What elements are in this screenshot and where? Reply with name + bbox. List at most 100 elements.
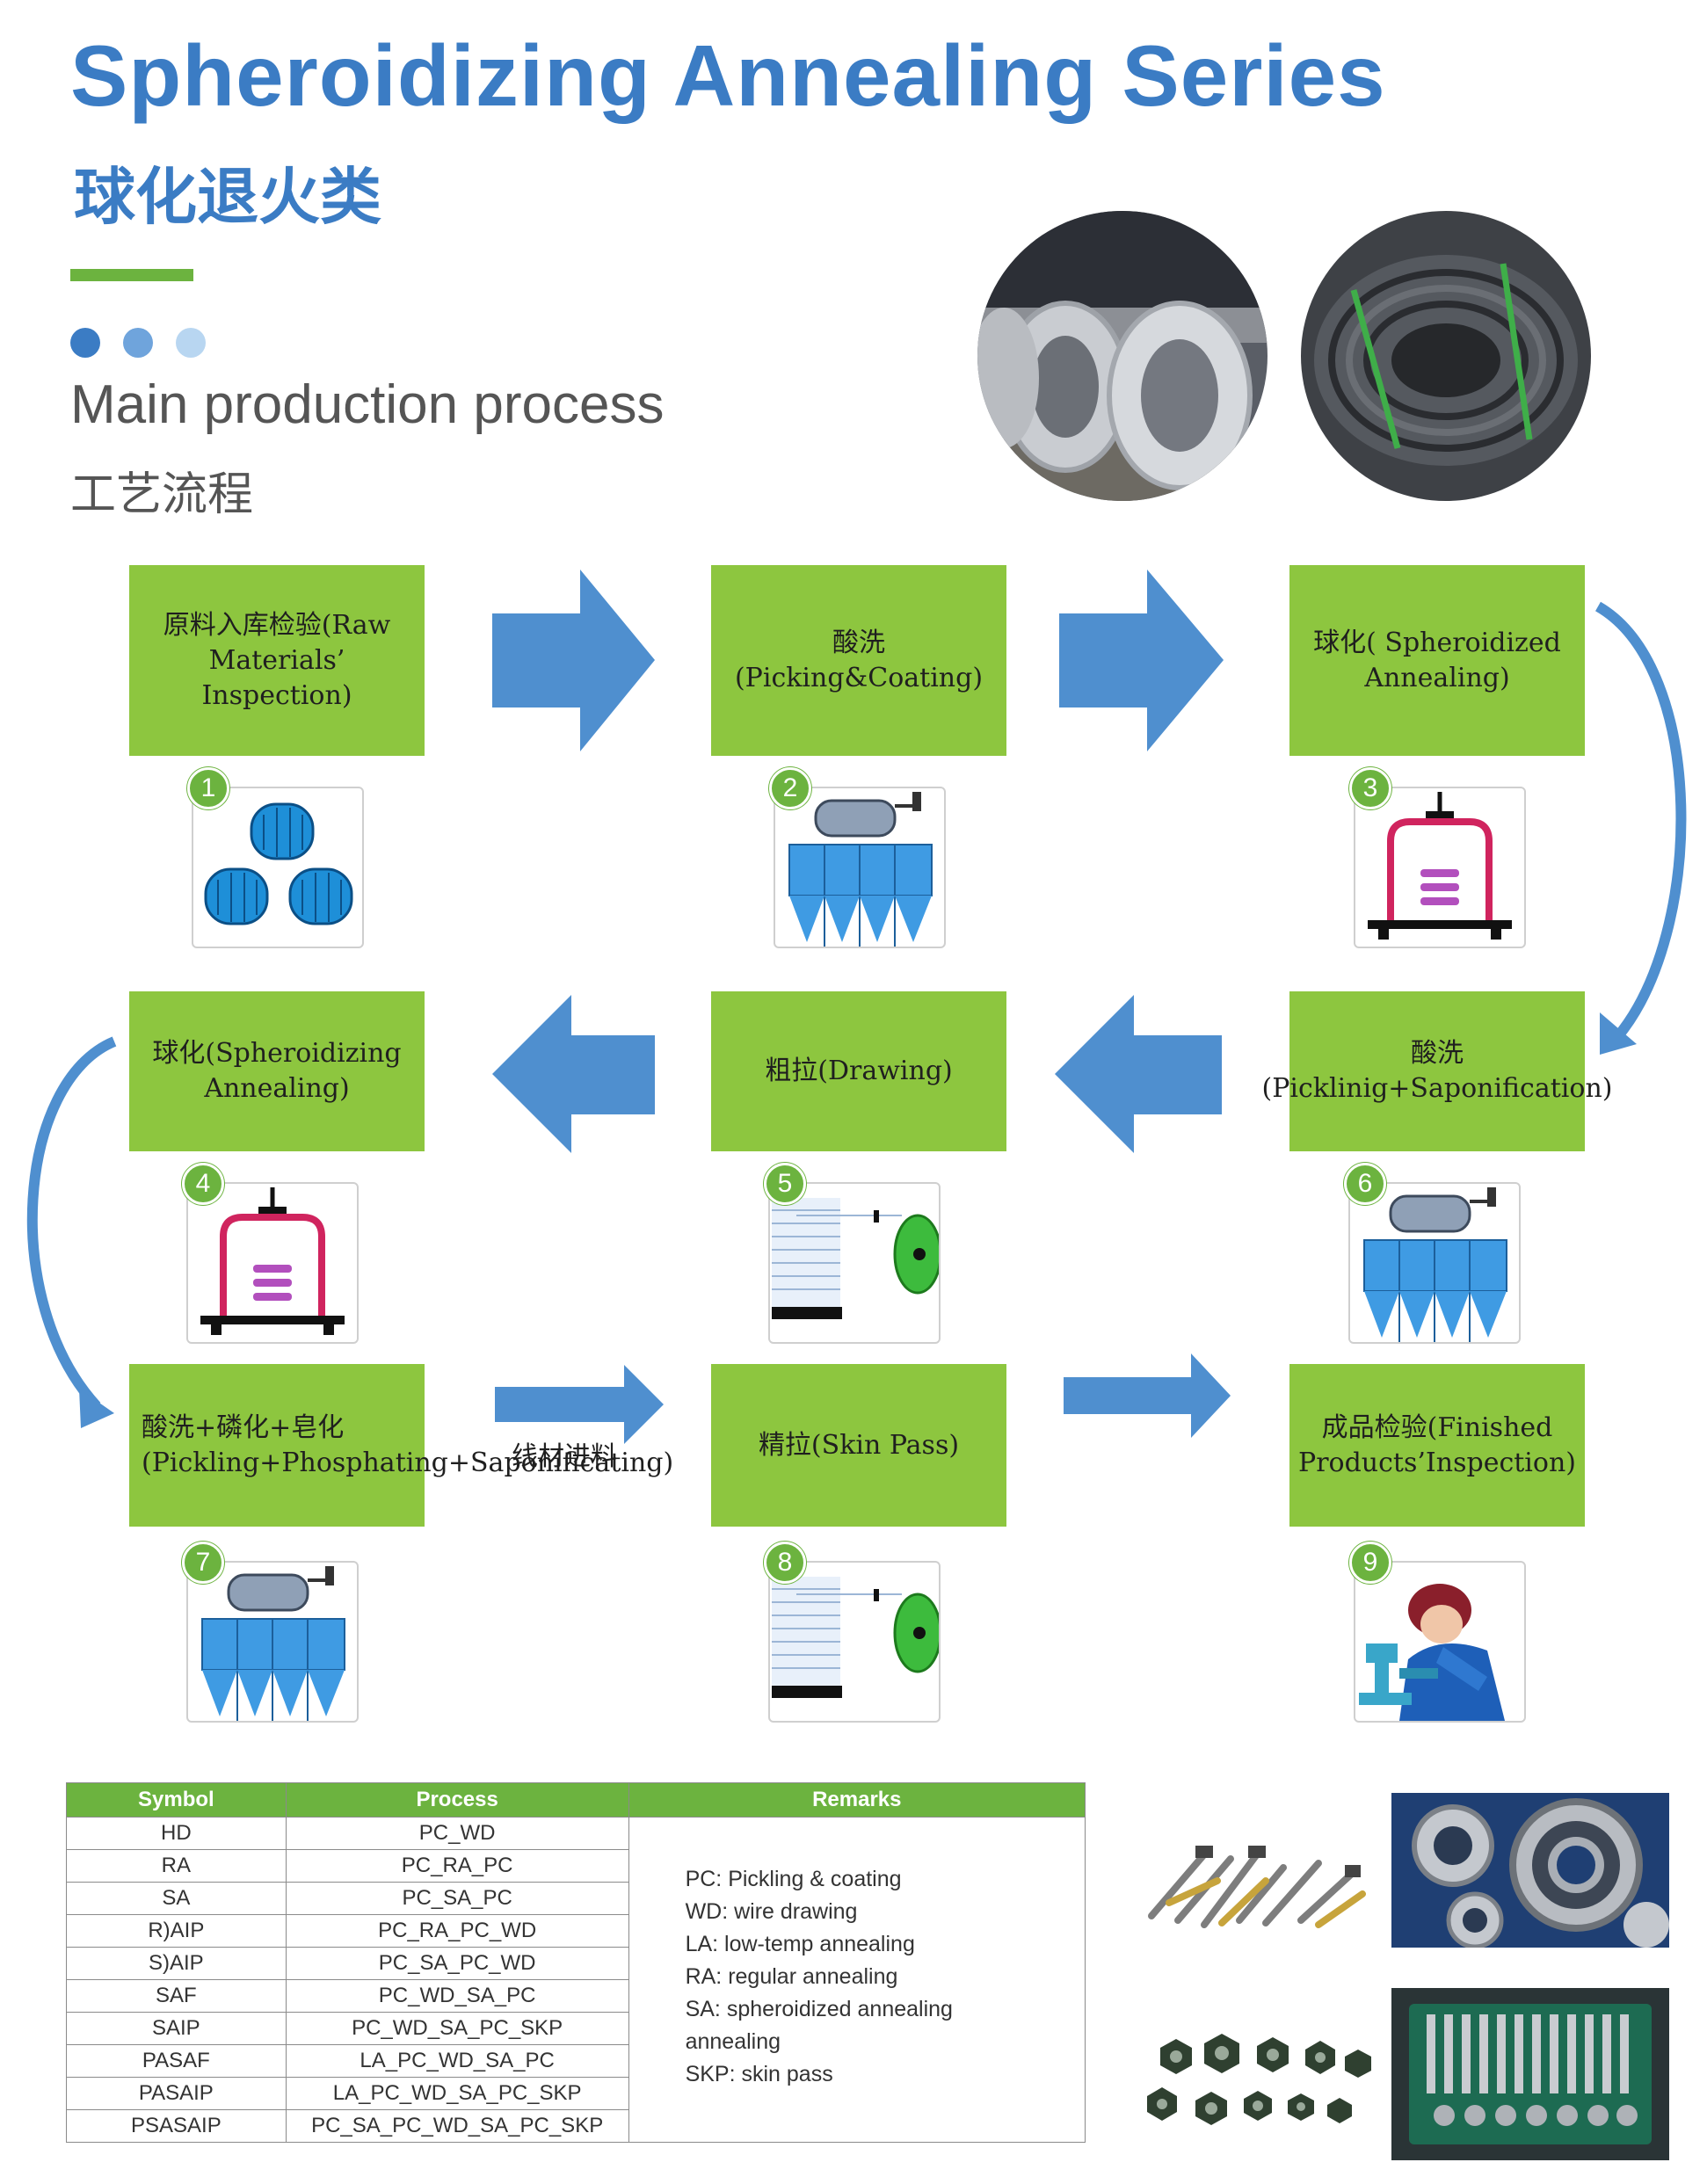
symbol-cell: PASAF bbox=[66, 2044, 287, 2078]
step-label: 精拉(Skin Pass) bbox=[758, 1429, 960, 1461]
decor-dot bbox=[176, 328, 206, 358]
curved-arrow-head-icon bbox=[1600, 1012, 1637, 1055]
steel-wire-coil-photo bbox=[1301, 211, 1591, 501]
curved-arrow-icon bbox=[1595, 601, 1687, 1041]
remark-line: SA: spheroidized annealing bbox=[685, 1997, 953, 2021]
step-box-5: 粗拉(Drawing) bbox=[711, 991, 1006, 1151]
arrow-label: 线材进料 bbox=[512, 1441, 617, 1472]
symbol-cell: PSASAIP bbox=[66, 2109, 287, 2143]
step-label: 原料入库检验(Raw Materials’ Inspection) bbox=[163, 609, 391, 711]
arrow-left-icon bbox=[1055, 995, 1222, 1153]
remark-line: annealing bbox=[685, 2029, 781, 2054]
step-box-4: 球化(Spheroidizing Annealing) bbox=[129, 991, 425, 1151]
symbol-cell: HD bbox=[66, 1817, 287, 1850]
pickling-tank-icon bbox=[1348, 1182, 1521, 1344]
step-label: 酸洗+磷化+皂化(Pickling+Phosphating+Saponifica… bbox=[142, 1411, 674, 1478]
step-label: 球化(Spheroidizing Annealing) bbox=[152, 1038, 402, 1104]
step-number-badge: 4 bbox=[182, 1163, 224, 1205]
curved-arrow-head-icon bbox=[79, 1389, 114, 1428]
step-box-3: 球化( Spheroidized Annealing) bbox=[1289, 565, 1585, 756]
symbol-cell: SAF bbox=[66, 1979, 287, 2013]
process-cell: PC_SA_PC bbox=[285, 1882, 629, 1915]
step-label: 粗拉(Drawing) bbox=[765, 1056, 953, 1086]
process-cell: LA_PC_WD_SA_PC bbox=[285, 2044, 629, 2078]
step-box-2: 酸洗(Picking&Coating) bbox=[711, 565, 1006, 756]
step-label: 酸洗(Picklinig+Saponification) bbox=[1261, 1038, 1613, 1104]
symbol-cell: SAIP bbox=[66, 2012, 287, 2045]
process-cell: PC_RA_PC bbox=[285, 1849, 629, 1883]
step-box-9: 成品检验(Finished Products’Inspection) bbox=[1289, 1364, 1585, 1527]
step-number-badge: 1 bbox=[187, 767, 229, 809]
drawing-machine-icon bbox=[768, 1561, 941, 1723]
remark-line: SKP: skin pass bbox=[685, 2062, 833, 2086]
process-cell: PC_WD_SA_PC bbox=[285, 1979, 629, 2013]
step-number-badge: 6 bbox=[1344, 1163, 1386, 1205]
symbol-cell: S)AIP bbox=[66, 1947, 287, 1980]
section-title-cn: 工艺流程 bbox=[70, 468, 254, 521]
symbol-cell: PASAIP bbox=[66, 2077, 287, 2110]
page-title-cn: 球化退火类 bbox=[74, 161, 381, 233]
step-label: 球化( Spheroidized Annealing) bbox=[1313, 627, 1561, 693]
remark-line: WD: wire drawing bbox=[685, 1899, 858, 1924]
remark-line: PC: Pickling & coating bbox=[685, 1867, 902, 1891]
step-number-badge: 9 bbox=[1349, 1542, 1391, 1584]
step-number-badge: 2 bbox=[769, 767, 811, 809]
decor-dot bbox=[70, 328, 100, 358]
coils-icon bbox=[192, 787, 364, 948]
process-cell: PC_WD bbox=[285, 1817, 629, 1850]
drawing-machine-icon bbox=[768, 1182, 941, 1344]
table-row: HD PC_WD PC: Pickling & coating WD: wire… bbox=[66, 1817, 1086, 2143]
symbol-cell: R)AIP bbox=[66, 1914, 287, 1948]
pickling-tank-icon bbox=[774, 787, 946, 948]
step-label: 成品检验(Finished Products’Inspection) bbox=[1298, 1411, 1576, 1478]
bearings-photo bbox=[1391, 1793, 1669, 1948]
arrow-right-icon bbox=[1064, 1353, 1231, 1438]
remarks-cell: PC: Pickling & coating WD: wire drawing … bbox=[628, 1817, 1086, 2143]
step-box-6: 酸洗(Picklinig+Saponification) bbox=[1262, 991, 1612, 1151]
remark-line: RA: regular annealing bbox=[685, 1964, 898, 1989]
arrow-right-icon bbox=[495, 1365, 664, 1444]
remark-line: LA: low-temp annealing bbox=[685, 1932, 915, 1956]
step-number-badge: 3 bbox=[1349, 767, 1391, 809]
curved-arrow-icon bbox=[26, 1036, 117, 1411]
process-table: Symbol Process Remarks HD PC_WD PC: Pick… bbox=[66, 1782, 1086, 2143]
step-label: 酸洗(Picking&Coating) bbox=[734, 627, 984, 693]
process-cell: PC_WD_SA_PC_SKP bbox=[285, 2012, 629, 2045]
decor-dot bbox=[123, 328, 153, 358]
process-cell: PC_SA_PC_WD_SA_PC_SKP bbox=[285, 2109, 629, 2143]
wrench-set-photo bbox=[1391, 1988, 1669, 2160]
annealing-furnace-icon bbox=[186, 1182, 359, 1344]
pickling-tank-icon bbox=[186, 1561, 359, 1723]
page-title: Spheroidizing Annealing Series bbox=[70, 27, 1386, 124]
step-number-badge: 7 bbox=[182, 1542, 224, 1584]
process-cell: PC_SA_PC_WD bbox=[285, 1947, 629, 1980]
arrow-right-icon bbox=[1059, 570, 1224, 751]
symbol-cell: SA bbox=[66, 1882, 287, 1915]
step-number-badge: 5 bbox=[764, 1163, 806, 1205]
arrow-left-icon bbox=[492, 995, 655, 1153]
process-cell: LA_PC_WD_SA_PC_SKP bbox=[285, 2077, 629, 2110]
column-header: Remarks bbox=[628, 1782, 1086, 1818]
step-number-badge: 8 bbox=[764, 1542, 806, 1584]
step-box-7: 酸洗+磷化+皂化(Pickling+Phosphating+Saponifica… bbox=[129, 1364, 673, 1527]
section-title: Main production process bbox=[70, 374, 665, 435]
inspector-microscope-icon bbox=[1354, 1561, 1526, 1723]
step-box-1: 原料入库检验(Raw Materials’ Inspection) bbox=[129, 565, 425, 756]
nuts-photo bbox=[1134, 2013, 1376, 2144]
annealing-furnace-icon bbox=[1354, 787, 1526, 948]
galvanized-coils-photo bbox=[977, 211, 1268, 501]
accent-bar bbox=[70, 269, 193, 281]
column-header: Process bbox=[285, 1782, 629, 1818]
arrow-right-icon bbox=[492, 570, 655, 751]
symbol-cell: RA bbox=[66, 1849, 287, 1883]
bolts-photo bbox=[1134, 1819, 1376, 1942]
step-box-8: 精拉(Skin Pass) bbox=[711, 1364, 1006, 1527]
process-cell: PC_RA_PC_WD bbox=[285, 1914, 629, 1948]
